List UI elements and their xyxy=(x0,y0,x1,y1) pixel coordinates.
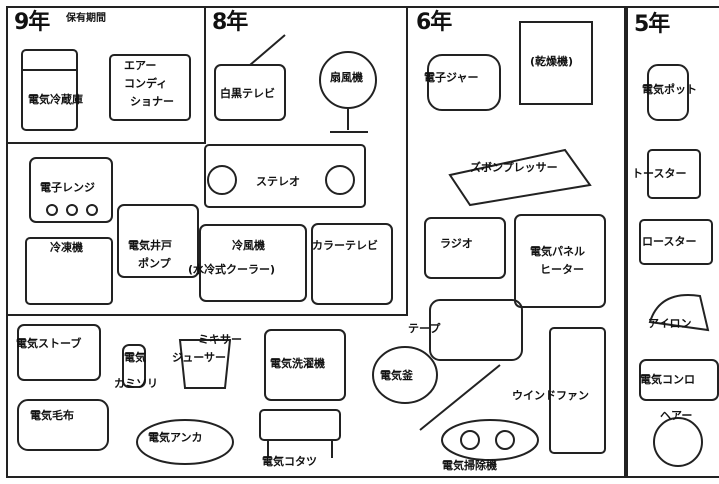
dryer-drawing xyxy=(519,21,593,105)
electric-blanket-label: 電気毛布 xyxy=(30,409,74,422)
air-conditioner-label-1: エアー xyxy=(124,59,157,72)
microwave-label: 電子レンジ xyxy=(40,181,95,194)
refrigerator-drawing xyxy=(21,49,78,131)
vacuum-hose-drawing xyxy=(419,364,501,431)
sponge-presser-drawing xyxy=(448,148,592,207)
toaster-drawing xyxy=(647,149,701,199)
color-tv-label: カラーテレビ xyxy=(312,239,378,252)
electric-blanket-drawing xyxy=(17,399,109,451)
razor-drawing xyxy=(122,344,146,388)
air-conditioner-label-3: ショナー xyxy=(130,95,174,108)
electric-stove-label: 電気ストーブ xyxy=(16,337,82,350)
iron-drawing xyxy=(648,294,710,332)
cooler-label-1: 冷風機 xyxy=(232,239,265,252)
rice-cooker-label: 電子ジャー xyxy=(424,71,479,84)
electric-pot-label: 電気釜 xyxy=(380,369,413,382)
bw-tv-label: 白黒テレビ xyxy=(220,87,275,100)
toaster-label: トースター xyxy=(632,167,687,180)
ice-maker-drawing xyxy=(25,237,113,305)
stereo-label: ステレオ xyxy=(256,175,300,188)
electric-pot-drawing xyxy=(372,346,438,404)
hot-plate-drawing xyxy=(639,359,719,401)
stereo-drawing xyxy=(204,144,366,208)
rice-cooker-drawing xyxy=(427,54,501,111)
well-pump-label-2: ポンプ xyxy=(138,257,171,270)
well-pump-label-1: 電気井戸 xyxy=(128,239,172,252)
washing-machine-label: 電気洗濯機 xyxy=(270,357,325,370)
panel-heater-label-2: ヒーター xyxy=(540,263,584,276)
radio-label: ラジオ xyxy=(440,237,473,250)
iron-label: アイロン xyxy=(648,317,692,330)
air-conditioner-drawing xyxy=(109,54,191,121)
mixer-drawing xyxy=(178,339,232,389)
vacuum-label: 電気掃除機 xyxy=(442,459,497,472)
year-heading-6: 6年 xyxy=(416,10,452,35)
electric-anka-label: 電気アンカ xyxy=(148,431,203,444)
hair-dryer-drawing xyxy=(653,417,703,467)
fan-label: 扇風機 xyxy=(330,71,363,84)
section-6-years xyxy=(6,6,626,478)
section-5-years xyxy=(626,6,719,478)
electric-stove-drawing xyxy=(17,324,101,381)
washing-machine-drawing xyxy=(264,329,346,401)
well-pump-drawing xyxy=(117,204,199,278)
roaster-drawing xyxy=(639,219,713,265)
kettle-label: 電気ポット xyxy=(642,83,697,96)
year-heading-5: 5年 xyxy=(634,12,670,37)
hair-dryer-label: ヘアー xyxy=(660,409,693,422)
window-fan-drawing xyxy=(549,327,606,454)
cooler-label-2: (水冷式クーラー) xyxy=(188,263,276,276)
mixer-label: ミキサー xyxy=(198,333,242,346)
roaster-label: ロースター xyxy=(642,235,697,248)
microwave-drawing xyxy=(29,157,113,223)
sponge-presser-label: ズボンプレッサー xyxy=(470,161,558,174)
holding-period-label: 保有期間 xyxy=(66,13,106,24)
radio-drawing xyxy=(424,217,506,279)
refrigerator-label: 電気冷蔵庫 xyxy=(28,93,83,106)
window-fan-label: ウインドファン xyxy=(512,389,589,402)
year-heading-8: 8年 xyxy=(212,10,248,35)
panel-heater-drawing xyxy=(514,214,606,308)
kotatsu-drawing xyxy=(259,409,341,441)
dryer-label: (乾燥機) xyxy=(530,55,574,68)
vacuum-drawing xyxy=(441,419,539,461)
razor-label-2: カミソリ xyxy=(114,377,158,390)
tape-recorder-label: テープ xyxy=(408,322,441,335)
color-tv-drawing xyxy=(311,223,393,305)
panel-heater-label-1: 電気パネル xyxy=(530,245,585,258)
tape-recorder-drawing xyxy=(429,299,523,361)
razor-label-1: 電気 xyxy=(124,351,146,364)
juicer-label: ジューサー xyxy=(172,351,227,364)
ice-maker-label: 冷凍機 xyxy=(50,241,83,254)
year-heading-9: 9年 xyxy=(14,10,50,35)
kettle-drawing xyxy=(647,64,689,121)
cooler-drawing xyxy=(199,224,307,302)
electric-anka-drawing xyxy=(136,419,234,465)
air-conditioner-label-2: コンディ xyxy=(124,77,168,90)
hot-plate-label: 電気コンロ xyxy=(640,373,695,386)
kotatsu-label: 電気コタツ xyxy=(262,455,317,468)
